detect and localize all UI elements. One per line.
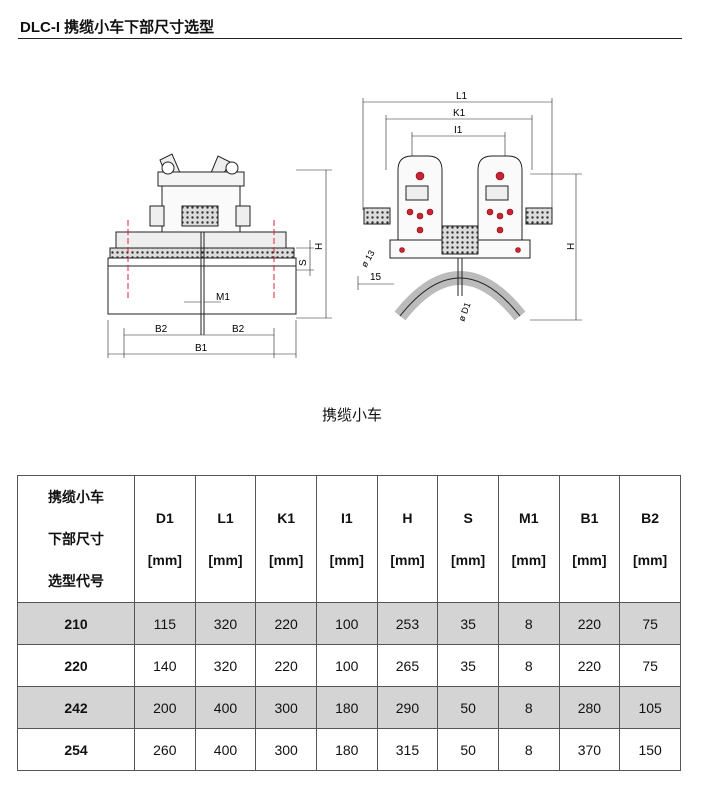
column-name: S (463, 510, 473, 526)
table-cell: 320 (194, 602, 257, 645)
column-header: M1 [mm] (497, 475, 560, 603)
table-cell: 220 (255, 602, 317, 645)
corner-line: 下部尺寸 (48, 531, 104, 547)
bolts (399, 171, 521, 253)
column-header: I1 [mm] (315, 475, 378, 603)
column-name: K1 (277, 510, 296, 526)
dim-label-b1: B1 (195, 343, 208, 354)
corner-line: 携缆小车 (48, 489, 104, 505)
dim-label-i1: I1 (454, 125, 463, 136)
model-code-cell: 210 (17, 602, 135, 645)
table-cell: 253 (376, 602, 439, 645)
corner-header: 携缆小车 下部尺寸 选型代号 (17, 475, 135, 603)
table-cell: 8 (497, 644, 560, 687)
table-cell: 35 (437, 644, 499, 687)
table-cell: 220 (558, 644, 621, 687)
table-cell: 50 (437, 728, 499, 771)
dim-label-b2-left: B2 (155, 324, 168, 335)
table-cell: 300 (255, 728, 317, 771)
column-unit: [mm] (390, 552, 425, 568)
table-cell: 260 (134, 728, 196, 771)
table-cell: 8 (497, 686, 560, 729)
column-header: S [mm] (437, 475, 499, 603)
table-cell: 150 (619, 728, 681, 771)
table-cell: 8 (497, 602, 560, 645)
column-header: L1 [mm] (194, 475, 257, 603)
column-unit: [mm] (450, 552, 486, 568)
dim-label-m1: M1 (216, 292, 230, 303)
column-name: D1 (155, 510, 174, 526)
section-header: DLC-I 携缆小车下部尺寸选型 (18, 10, 682, 39)
table-cell: 200 (134, 686, 196, 729)
table-cell: 100 (315, 644, 378, 687)
dim-label-d1: ø D1 (456, 301, 472, 323)
table-cell: 300 (255, 686, 317, 729)
column-name: I1 (340, 510, 353, 526)
column-name: L1 (217, 510, 234, 526)
column-header: B1 [mm] (558, 475, 621, 603)
table-cell: 8 (497, 728, 560, 771)
model-code-cell: 242 (17, 686, 135, 729)
column-header: D1 [mm] (134, 475, 196, 603)
side-view (107, 153, 332, 358)
column-unit: [mm] (269, 552, 304, 568)
model-code-cell: 254 (17, 728, 135, 771)
figure-caption: 携缆小车 (321, 407, 382, 424)
spec-table: 携缆小车 下部尺寸 选型代号 D1 [mm] L1 [mm] K1 [mm] I1 [m… (17, 475, 681, 771)
section-title: DLC-I 携缆小车下部尺寸选型 (20, 19, 215, 36)
column-header: B2 [mm] (619, 475, 681, 603)
table-cell: 400 (194, 728, 257, 771)
dim-label-s: S (298, 259, 309, 266)
table-cell: 370 (558, 728, 621, 771)
table-cell: 50 (437, 686, 499, 729)
column-unit: [mm] (633, 552, 668, 568)
table-header-row: 携缆小车 下部尺寸 选型代号 D1 [mm] L1 [mm] K1 [mm] I1 [m… (17, 475, 681, 603)
table-cell: 400 (194, 686, 257, 729)
table-cell: 315 (376, 728, 439, 771)
table-cell: 265 (376, 644, 439, 687)
dim-label-k1: K1 (453, 108, 466, 119)
table-cell: 115 (134, 602, 196, 645)
column-name: B2 (641, 510, 660, 526)
table-cell: 75 (619, 602, 681, 645)
column-name: M1 (519, 510, 539, 526)
table-cell: 290 (376, 686, 439, 729)
table-cell: 100 (315, 602, 378, 645)
table-cell: 35 (437, 602, 499, 645)
model-code-cell: 220 (17, 644, 135, 687)
table-cell: 220 (558, 602, 621, 645)
trolley-drawing: H S M1 B2 B2 B1 (107, 91, 582, 358)
front-view (357, 98, 582, 321)
table-cell: 280 (558, 686, 621, 729)
table-cell: 180 (315, 728, 378, 771)
column-unit: [mm] (147, 552, 182, 568)
dim-label-d13: ø 13 (359, 248, 377, 269)
column-unit: [mm] (511, 552, 546, 568)
table-cell: 75 (619, 644, 681, 687)
corner-line: 选型代号 (48, 573, 104, 589)
table-cell: 180 (315, 686, 378, 729)
column-unit: [mm] (329, 552, 364, 568)
dim-label-15: 15 (370, 272, 382, 283)
table-cell: 140 (134, 644, 196, 687)
table-cell: 320 (194, 644, 257, 687)
column-name: B1 (580, 510, 599, 526)
column-header: K1 [mm] (255, 475, 317, 603)
table-cell: 220 (255, 644, 317, 687)
column-unit: [mm] (208, 552, 243, 568)
column-header: H [mm] (376, 475, 439, 603)
dim-label-b2-right: B2 (232, 324, 245, 335)
column-name: H (402, 510, 413, 526)
column-unit: [mm] (572, 552, 607, 568)
table-cell: 105 (619, 686, 681, 729)
dim-label-h-right: H (566, 243, 577, 250)
dim-label-h-left: H (314, 243, 325, 250)
dim-label-l1: L1 (456, 91, 468, 102)
